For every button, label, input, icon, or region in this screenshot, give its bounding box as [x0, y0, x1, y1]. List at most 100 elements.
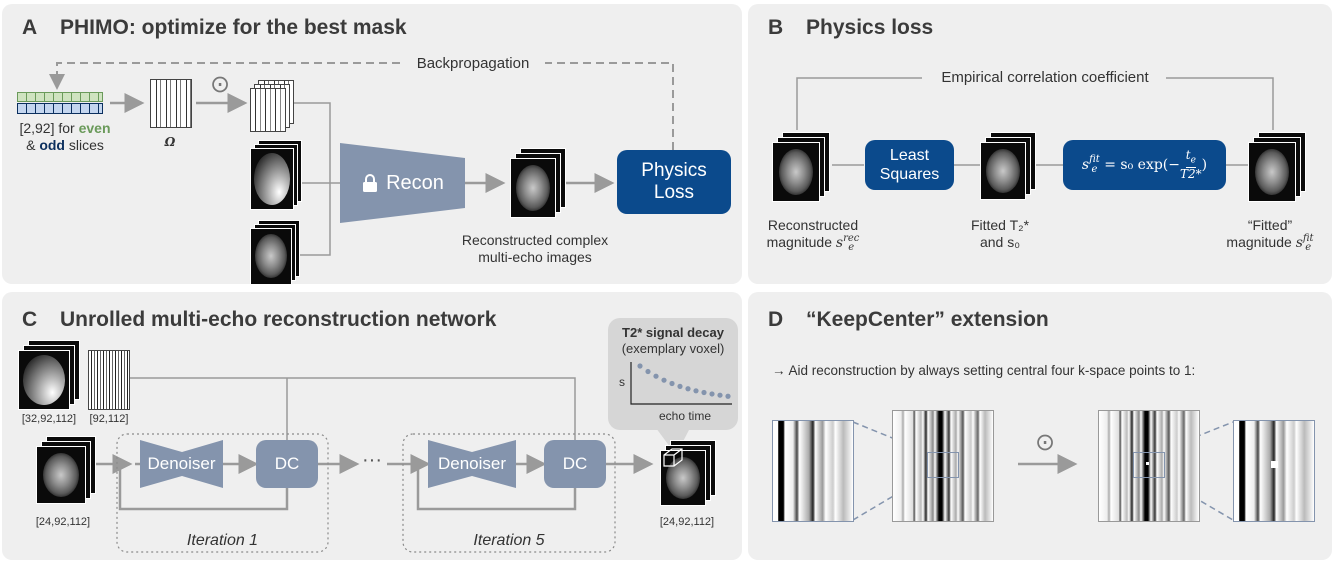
coil-mask-feed [130, 377, 576, 440]
correlation-line [796, 77, 1274, 130]
panel-c-title-text: Unrolled multi-echo reconstruction netwo… [60, 308, 497, 331]
panel-d-title: D “KeepCenter” extension [768, 308, 1049, 332]
odot-symbol-d: ⊙ [1034, 429, 1056, 456]
b-caption-recon-sub: e [848, 242, 855, 254]
physics-loss-line1: Physics [641, 160, 707, 181]
panel-c-title: C Unrolled multi-echo reconstruction netw… [22, 308, 496, 332]
recon-caption: Reconstructed complex multi-echo images [440, 232, 630, 266]
iteration-5-label: Iteration 5 [473, 532, 545, 549]
decay-xlabel: echo time [658, 409, 712, 423]
kspace-right [1098, 410, 1200, 522]
odd-label: odd [39, 137, 65, 153]
panel-d-title-text: “KeepCenter” extension [806, 308, 1049, 331]
decay-point [685, 386, 691, 392]
b-caption-fit-sub: e [1305, 242, 1312, 254]
panel-a-letter: A [22, 16, 38, 39]
decay-bubble [608, 318, 738, 430]
decay-ylabel: s [619, 375, 625, 389]
formula-lhs-sub: e [1091, 163, 1098, 175]
center-points-right [1146, 462, 1149, 465]
formula-num-sub: e [1190, 155, 1196, 166]
denoiser-5-label: Denoiser [437, 454, 507, 473]
c-mask [88, 350, 130, 410]
b-caption-recon-sup: rec [843, 233, 860, 245]
panel-a [2, 4, 742, 284]
panel-a-title-text: PHIMO: optimize for the best mask [60, 16, 407, 39]
dc-1-label: DC [274, 454, 300, 473]
omega-mask [150, 79, 192, 128]
c-dim-coils: [32,92,112] [21, 413, 77, 425]
dc-5-box: DC [544, 440, 606, 488]
c-dim-output: [24,92,112] [659, 516, 715, 528]
b-caption-recon-line1: Reconstructed [767, 217, 859, 233]
correlation-label: Empirical correlation coefficient [941, 69, 1149, 86]
physics-loss-line2: Loss [653, 182, 695, 203]
least-squares-line1: Least [889, 147, 930, 164]
even-label: even [78, 120, 111, 136]
b-caption-fit-line1: “Fitted” [1247, 217, 1293, 233]
mask-vector [17, 92, 103, 114]
slices-label: slices [68, 137, 104, 153]
decay-point [717, 392, 723, 398]
decay-point [669, 380, 675, 387]
physics-loss-box: Physics Loss [617, 150, 731, 214]
decay-point [661, 377, 667, 383]
recon-caption-line2: multi-echo images [478, 249, 592, 265]
kspace-left [892, 410, 994, 522]
decay-point [645, 368, 651, 375]
even-row [17, 92, 103, 102]
panel-b [748, 4, 1332, 284]
recon-caption-line1: Reconstructed complex [461, 232, 609, 248]
dc-1-box: DC [256, 440, 318, 488]
decay-point [701, 389, 707, 396]
recon-label-wrap: Recon [342, 168, 464, 198]
backprop-label: Backpropagation [416, 55, 530, 72]
b-caption-fitted-line2: and s₀ [979, 234, 1021, 250]
backprop-line [57, 62, 674, 150]
formula-lhs-sup: fit [1089, 153, 1100, 165]
decay-point [693, 388, 699, 394]
b-caption-fit-line2: magnitude [1226, 234, 1292, 250]
amp-label: & [26, 137, 36, 153]
c-dim-mask: [92,112] [89, 413, 129, 425]
odot-symbol-a: ⊙ [209, 71, 231, 98]
decay-point [653, 373, 659, 379]
lock-icon [363, 174, 378, 192]
iteration-5-box [402, 433, 616, 553]
least-squares-line2: Squares [879, 166, 940, 183]
denoiser-1-label: Denoiser [147, 454, 216, 473]
b-caption-recon-line2: magnitude [766, 234, 832, 250]
decay-point [677, 383, 683, 389]
recon-label: Recon [386, 171, 444, 194]
decay-point [709, 391, 715, 397]
least-squares-box: Least Squares [865, 140, 954, 190]
iteration-1-label: Iteration 1 [186, 532, 259, 549]
b-caption-fitted: Fitted T₂* and s₀ [960, 217, 1040, 251]
b-caption-fitted-line1: Fitted T₂* [970, 217, 1030, 233]
formula-lhs: s [1081, 156, 1090, 173]
zoom-right [1233, 420, 1315, 522]
panel-d-letter: D [768, 308, 784, 331]
b-caption-recon-sym: s [835, 235, 844, 251]
iteration-1-box [116, 433, 329, 553]
panel-c-letter: C [22, 308, 38, 331]
decay-point [725, 393, 731, 399]
mask-dims: [2,92] for [19, 120, 75, 136]
dc-5-label: DC [562, 454, 588, 473]
mask-caption: [2,92] for even & odd slices [10, 120, 120, 154]
decay-subtitle: (exemplary voxel) [621, 341, 725, 356]
loop1-lines [118, 462, 289, 511]
panel-b-title-text: Physics loss [806, 16, 934, 39]
loop5-lines [416, 464, 577, 511]
roi-right [1133, 452, 1165, 478]
zoom-left [772, 420, 854, 522]
